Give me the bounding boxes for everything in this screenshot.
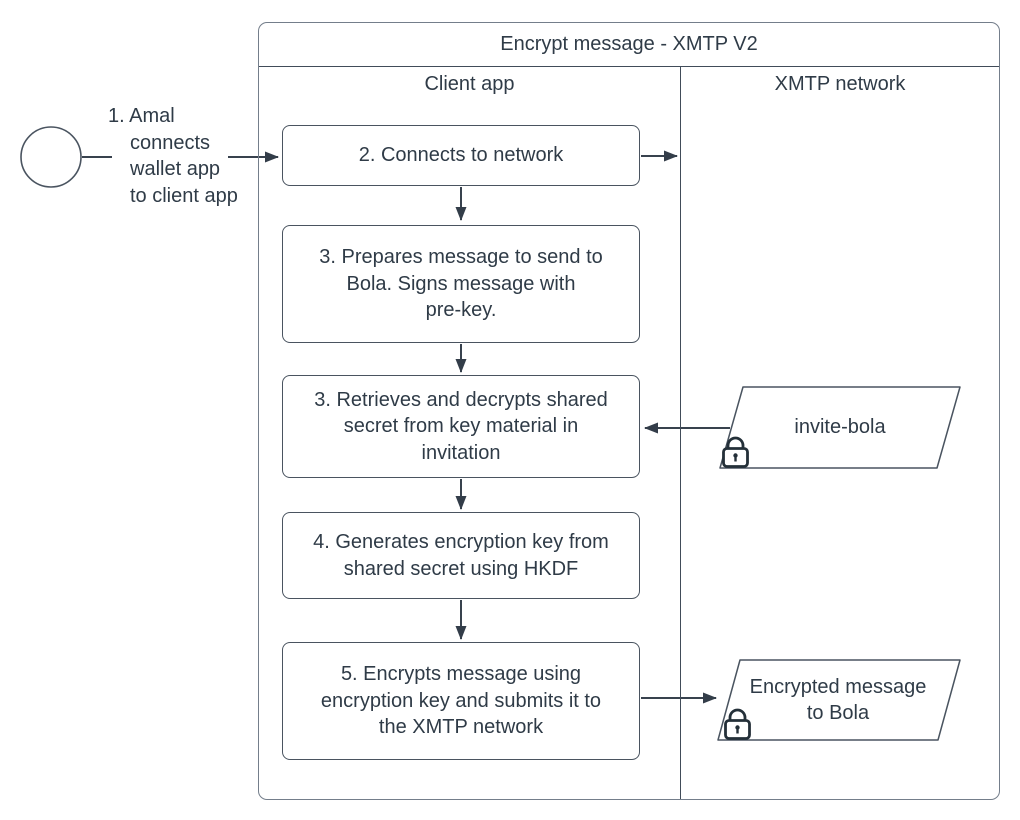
step-prepares-message: 3. Prepares message to send to Bola. Sig… (282, 225, 640, 343)
step-text-line: Bola. Signs message with (346, 272, 576, 295)
start-label-line: wallet app (130, 158, 221, 180)
start-label-line: connects (130, 131, 211, 154)
step-text-line: encryption key and submits it to (320, 689, 602, 712)
artifact-text-line: to Bola (806, 702, 870, 724)
step-generates-encryption-key: 4. Generates encryption key from shared … (282, 512, 640, 599)
artifact-text-line: invite-bola (794, 416, 886, 439)
step-text-line: the XMTP network (378, 716, 544, 739)
step-connects-to-network: 2. Connects to network (282, 125, 640, 186)
start-label-line: 1. Amal (108, 105, 175, 127)
step-text-line: 3. Prepares message to send to (319, 246, 603, 269)
lane-header-xmtp-network: XMTP network (774, 73, 906, 95)
step-text-line: 2. Connects to network (358, 144, 564, 167)
start-label-line: to client app (130, 184, 238, 207)
lock-icon (722, 436, 749, 468)
lane-divider (679, 66, 681, 799)
start-node-circle (20, 126, 82, 188)
artifact-shape-invite-bola (719, 386, 961, 469)
lane-header-client-app: Client app (424, 73, 515, 95)
artifact-text-line: Encrypted message (749, 675, 927, 698)
step-text-line: 5. Encrypts message using (340, 663, 582, 686)
step-text-line: secret from key material in (343, 415, 579, 438)
step-text-line: invitation (421, 441, 501, 464)
pool-frame: Encrypt message - XMTP V2 Client app XMT… (258, 22, 1000, 800)
step-text-line: 4. Generates encryption key from (313, 531, 609, 553)
step-text-line: 3. Retrieves and decrypts shared (314, 388, 608, 411)
pool-title: Encrypt message - XMTP V2 (259, 23, 999, 67)
step-text-line: pre-key. (425, 299, 497, 322)
start-label: 1. Amal connects wallet app to client ap… (108, 103, 238, 209)
artifact-shape-encrypted-message (717, 659, 961, 741)
lock-icon (724, 708, 751, 740)
artifact-label-invite-bola: invite-bola (732, 387, 948, 468)
step-retrieves-shared-secret: 3. Retrieves and decrypts shared secret … (282, 375, 640, 478)
artifact-label-encrypted-message: Encrypted message to Bola (728, 660, 948, 740)
step-encrypts-message: 5. Encrypts message using encryption key… (282, 642, 640, 760)
step-text-line: shared secret using HKDF (343, 557, 579, 580)
